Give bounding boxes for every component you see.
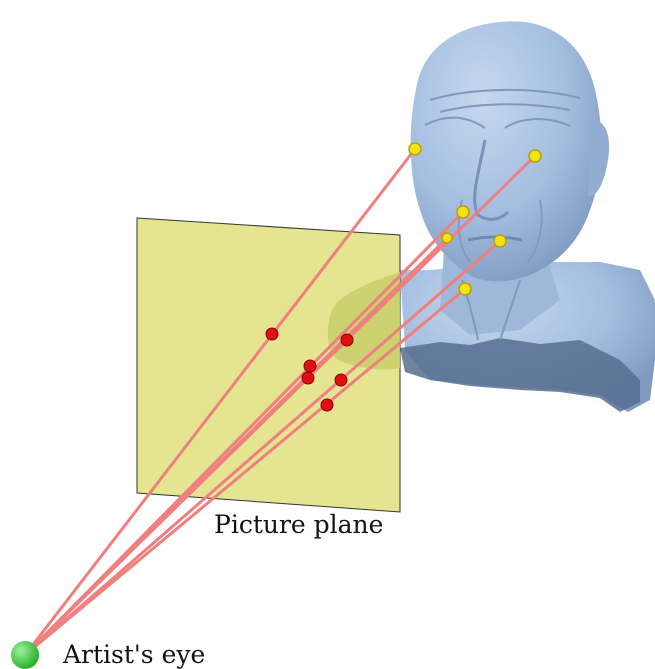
projected-point xyxy=(304,360,316,372)
sculpture-bust xyxy=(400,21,655,412)
face-point xyxy=(494,235,506,247)
projected-point xyxy=(341,334,353,346)
artists-eye-marker xyxy=(11,641,39,669)
picture-plane xyxy=(137,218,400,512)
face-point xyxy=(442,233,452,243)
projected-point xyxy=(302,372,314,384)
face-point xyxy=(459,283,471,295)
face-point xyxy=(529,150,541,162)
bust-ear xyxy=(588,120,609,196)
face-point xyxy=(409,143,421,155)
picture-plane-label: Picture plane xyxy=(214,510,383,539)
projected-point xyxy=(335,374,347,386)
projected-point xyxy=(266,328,278,340)
artists-eye-label: Artist's eye xyxy=(62,640,205,669)
face-point xyxy=(457,206,469,218)
projected-point xyxy=(321,399,333,411)
